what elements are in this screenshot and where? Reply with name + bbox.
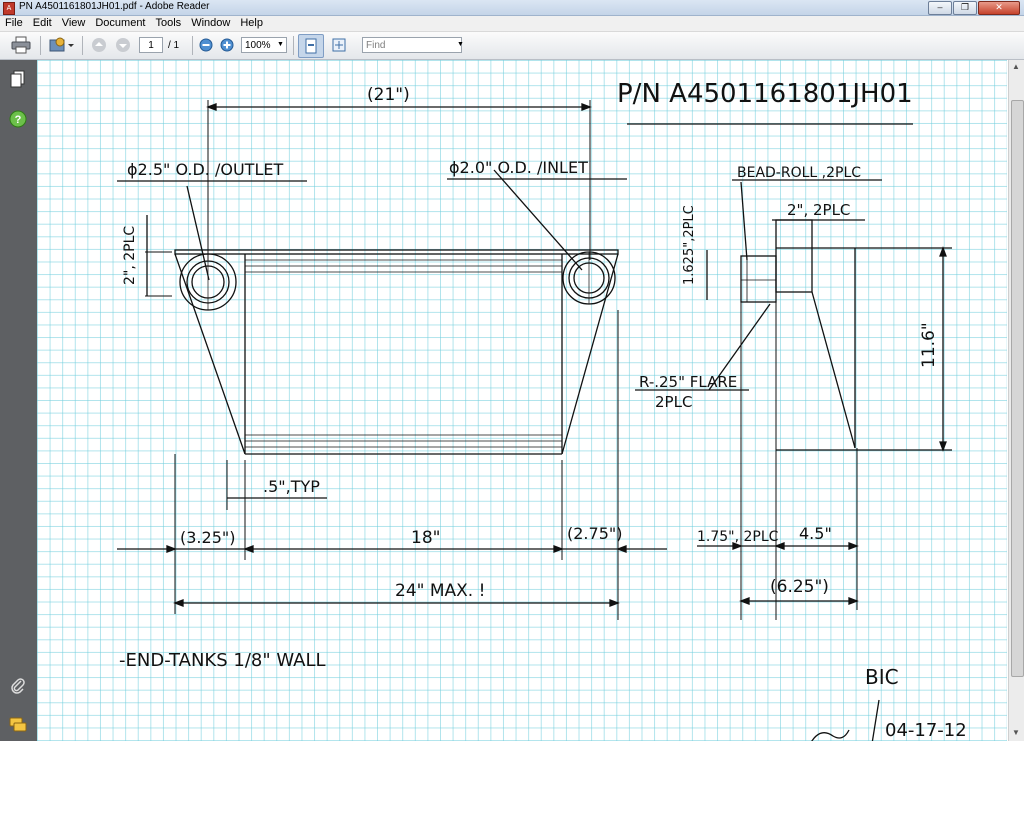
- flare-qty: 2PLC: [655, 393, 692, 411]
- side-flange: [775, 219, 813, 293]
- navigation-pane: ?: [0, 60, 37, 741]
- minimize-button[interactable]: –: [928, 1, 952, 15]
- arrowhead: [173, 599, 620, 607]
- dim-24-max: 24" MAX. !: [395, 581, 485, 601]
- arrowhead: [166, 545, 627, 553]
- scroll-down-icon[interactable]: ▼: [1012, 728, 1020, 737]
- leader-line: [493, 169, 583, 271]
- dim-2-left: 2", 2PLC: [122, 226, 138, 285]
- printer-icon: [11, 36, 31, 54]
- restore-button[interactable]: ❐: [953, 1, 977, 15]
- svg-text:?: ?: [15, 114, 22, 126]
- zoom-out-button[interactable]: [198, 36, 214, 54]
- signature-scribble: [811, 729, 850, 741]
- pages-icon[interactable]: [9, 70, 27, 88]
- menu-file[interactable]: File: [5, 17, 23, 29]
- menu-view[interactable]: View: [61, 17, 86, 29]
- menu-help[interactable]: Help: [240, 17, 263, 29]
- arrowhead: [739, 597, 859, 605]
- inlet-label: ϕ2.0" O.D. /INLET: [449, 158, 588, 177]
- menu-bar: File Edit View Document Tools Window Hel…: [0, 16, 1024, 32]
- menu-edit[interactable]: Edit: [32, 17, 52, 29]
- scroll-up-icon[interactable]: ▲: [1012, 62, 1020, 71]
- chevron-down-icon[interactable]: ▼: [457, 41, 464, 48]
- side-slant-edge: [811, 291, 856, 449]
- zoom-out-icon: [199, 38, 213, 52]
- top-edge: [174, 249, 619, 255]
- menu-window[interactable]: Window: [191, 17, 231, 29]
- dim-3-25: (3.25"): [180, 528, 235, 547]
- right-tank-edge: [561, 253, 619, 455]
- signature-date: 04-17-12: [885, 720, 967, 741]
- zoom-level-select[interactable]: 100%: [241, 37, 287, 53]
- leader-line: [740, 181, 748, 261]
- previous-page-button[interactable]: [90, 36, 108, 54]
- fit-width-icon: [332, 38, 346, 52]
- fit-page-button[interactable]: [298, 34, 324, 58]
- menu-document[interactable]: Document: [95, 17, 146, 29]
- title-bar: A PN A4501161801JH01.pdf - Adobe Reader …: [0, 0, 1024, 16]
- bead-roll-label: BEAD-ROLL ,2PLC: [737, 165, 861, 181]
- attachment-icon[interactable]: [9, 677, 27, 695]
- arrowhead: [206, 103, 592, 111]
- toolbar: 1 / 1 100% ▼ Find ▼: [0, 32, 1024, 60]
- window-title: PN A4501161801JH01.pdf - Adobe Reader: [19, 1, 210, 12]
- dim-6-25: (6.25"): [770, 577, 829, 597]
- outlet-label: ϕ2.5" O.D. /OUTLET: [127, 160, 283, 179]
- dim-18: 18": [411, 528, 440, 548]
- arrowhead: [732, 542, 859, 550]
- leader-line: [186, 185, 210, 281]
- document-page: P/N A4501161801JH01 (21") ϕ2.5" O.D. /OU…: [37, 60, 1007, 741]
- arrow-up-icon: [92, 38, 106, 52]
- arrow-down-icon: [116, 38, 130, 52]
- window-controls: – ❐ ✕: [928, 1, 1020, 15]
- scroll-thumb[interactable]: [1011, 100, 1024, 677]
- toolbar-separator: [192, 36, 193, 55]
- dim-4-5: 4.5": [799, 524, 832, 543]
- close-button[interactable]: ✕: [978, 1, 1020, 15]
- toolbar-separator: [293, 36, 294, 55]
- dim-21: (21"): [367, 85, 410, 105]
- help-icon[interactable]: ?: [9, 110, 27, 128]
- dim-11-6: 11.6": [919, 322, 939, 368]
- menu-tools[interactable]: Tools: [155, 17, 182, 29]
- page-total: / 1: [168, 40, 180, 51]
- dim-1-75: 1.75", 2PLC: [697, 529, 779, 545]
- part-number: P/N A4501161801JH01: [617, 79, 913, 109]
- left-tank-edge: [174, 253, 246, 455]
- dim-5-typ: .5",TYP: [263, 477, 320, 496]
- vertical-scrollbar[interactable]: ▲ ▼: [1008, 60, 1024, 741]
- share-button[interactable]: [46, 36, 76, 54]
- zoom-in-button[interactable]: [219, 36, 235, 54]
- fit-width-button[interactable]: [327, 36, 351, 54]
- signature-initials: BIC: [865, 665, 899, 689]
- zoom-in-icon: [220, 38, 234, 52]
- arrowhead: [939, 246, 947, 452]
- print-button[interactable]: [8, 36, 34, 54]
- comments-icon[interactable]: [9, 716, 27, 734]
- flare-label: R-.25" FLARE: [639, 373, 737, 391]
- fit-page-icon: [305, 38, 317, 54]
- tube-stub: [740, 255, 777, 303]
- end-tanks-note: -END-TANKS 1/8" WALL: [119, 650, 326, 671]
- leader-line: [708, 303, 771, 391]
- next-page-button[interactable]: [114, 36, 132, 54]
- page-number-input[interactable]: 1: [139, 37, 163, 53]
- dim-1-625: 1.625",2PLC: [682, 205, 697, 285]
- toolbar-separator: [82, 36, 83, 55]
- technical-drawing: P/N A4501161801JH01 (21") ϕ2.5" O.D. /OU…: [117, 79, 967, 741]
- dim-2-75: (2.75"): [567, 524, 622, 543]
- share-icon: [49, 37, 74, 52]
- signature-slash: [871, 699, 880, 741]
- find-input[interactable]: Find: [362, 37, 462, 53]
- pdf-icon: A: [3, 2, 15, 15]
- chevron-down-icon[interactable]: ▼: [277, 41, 284, 48]
- dim-2-side: 2", 2PLC: [787, 201, 850, 219]
- toolbar-separator: [40, 36, 41, 55]
